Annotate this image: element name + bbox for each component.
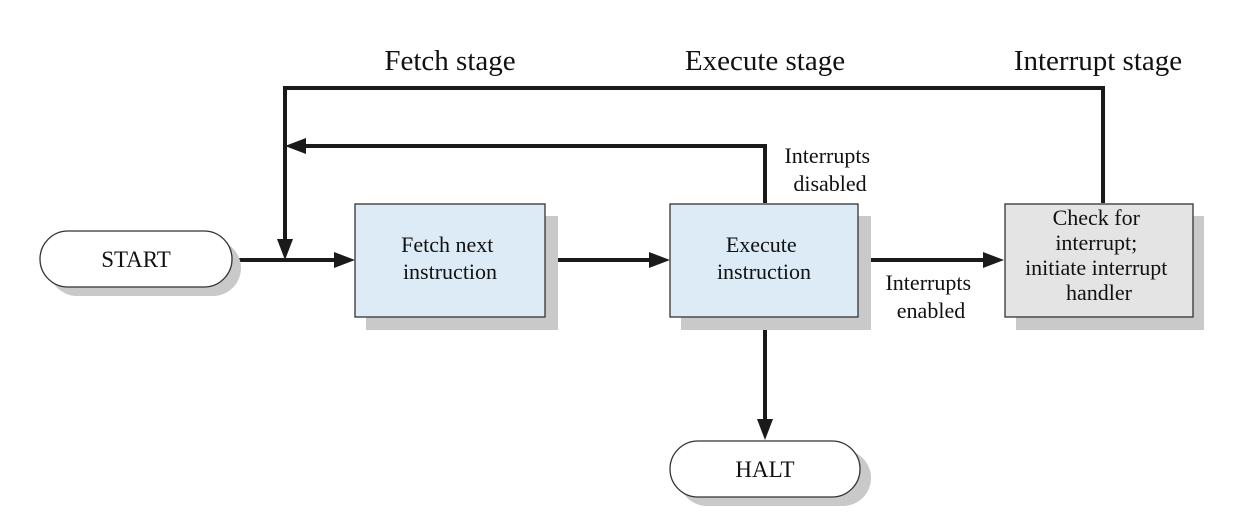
edge-interrupt-loop: [283, 86, 1105, 243]
arrowhead-start-to-fetch: [334, 252, 355, 268]
arrowhead-execute-to-interrupt: [983, 252, 1004, 268]
arrowhead-fetch-to-execute: [649, 252, 670, 268]
start-node: [39, 230, 233, 288]
halt-node: [669, 440, 861, 498]
edge-disabled-loop: [302, 144, 767, 203]
interrupt-box: [1004, 203, 1194, 318]
execute-box: [669, 203, 859, 318]
start-label: START: [101, 247, 171, 272]
interrupts-disabled-label: Interrupts disabled: [784, 143, 875, 196]
arrowhead-disabled-loop: [285, 138, 306, 154]
fetch-box-label: Fetch next instruction: [401, 232, 499, 284]
interrupts-enabled-label: Interrupts enabled: [885, 270, 976, 323]
execute-box-label: Execute instruction: [717, 232, 811, 284]
stage-label-execute: Execute stage: [685, 45, 845, 77]
halt-label: HALT: [735, 457, 794, 482]
arrowhead-execute-to-halt: [757, 419, 773, 440]
stage-label-interrupt: Interrupt stage: [1014, 45, 1182, 77]
arrowhead-interrupt-loop: [277, 239, 293, 260]
fetch-box: [354, 203, 546, 318]
interrupt-box-label: Check for interrupt; initiate interrupt …: [1025, 205, 1173, 305]
stage-label-fetch: Fetch stage: [384, 45, 515, 77]
